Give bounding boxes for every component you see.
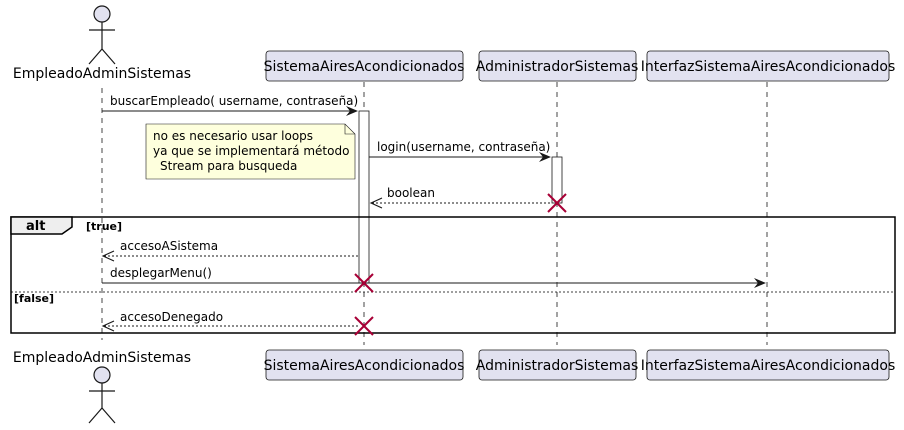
participant-interfaz-bottom (646, 349, 890, 381)
note-line-3: Stream para busqueda (160, 159, 297, 173)
alt-guard-false: [false] (14, 292, 54, 305)
destroy-marker-admin (547, 193, 567, 213)
activation-admin (551, 156, 563, 204)
participant-sistema-bottom (265, 349, 464, 381)
participant-admin-top-label: AdministradorSistemas (476, 59, 639, 75)
message-acceso-denegado-arrowhead (101, 320, 115, 332)
note-box (145, 123, 356, 180)
alt-fragment (10, 216, 896, 334)
participant-sistema-bottom-label: SistemaAiresAcondicionados (264, 358, 465, 374)
message-buscar-empleado-arrowhead (346, 106, 358, 116)
participant-interfaz-top (646, 50, 890, 82)
actor-empleado-top-label: EmpleadoAdminSistemas (13, 66, 191, 82)
message-buscar-empleado-label: buscarEmpleado( username, contraseña) (110, 94, 358, 108)
actor-empleado-bottom-label: EmpleadoAdminSistemas (13, 350, 191, 366)
message-acceso-sistema-label: accesoASistema (120, 239, 218, 253)
actor-empleado-bottom (88, 366, 116, 424)
participant-admin-bottom (478, 349, 637, 381)
alt-fragment-operator: alt (26, 219, 45, 234)
message-boolean-arrowhead (369, 197, 383, 209)
destroy-marker-sistema-1 (354, 273, 374, 293)
message-acceso-denegado-label: accesoDenegado (120, 310, 223, 324)
participant-admin-top (478, 50, 637, 82)
message-login-label: login(username, contraseña) (377, 140, 550, 154)
destroy-marker-sistema-2 (354, 316, 374, 336)
message-acceso-sistema-arrowhead (101, 250, 115, 262)
note-line-2: ya que se implementará método (153, 144, 349, 158)
message-desplegar-menu-arrowhead (754, 278, 766, 288)
alt-fragment-tab (10, 216, 73, 235)
message-login-arrowhead (539, 152, 551, 162)
message-boolean-label: boolean (387, 186, 435, 200)
note-corner (344, 124, 355, 135)
participant-sistema-top-label: SistemaAiresAcondicionados (264, 59, 465, 75)
participant-admin-bottom-label: AdministradorSistemas (476, 358, 639, 374)
participant-sistema-top (265, 50, 464, 82)
activation-sistema (358, 110, 370, 284)
message-desplegar-menu-label: desplegarMenu() (110, 266, 212, 280)
participant-interfaz-top-label: InterfazSistemaAiresAcondicionados (641, 59, 896, 75)
alt-guard-true: [true] (86, 220, 122, 233)
actor-empleado-top (88, 5, 116, 65)
participant-interfaz-bottom-label: InterfazSistemaAiresAcondicionados (641, 358, 896, 374)
note-line-1: no es necesario usar loops (153, 129, 313, 143)
